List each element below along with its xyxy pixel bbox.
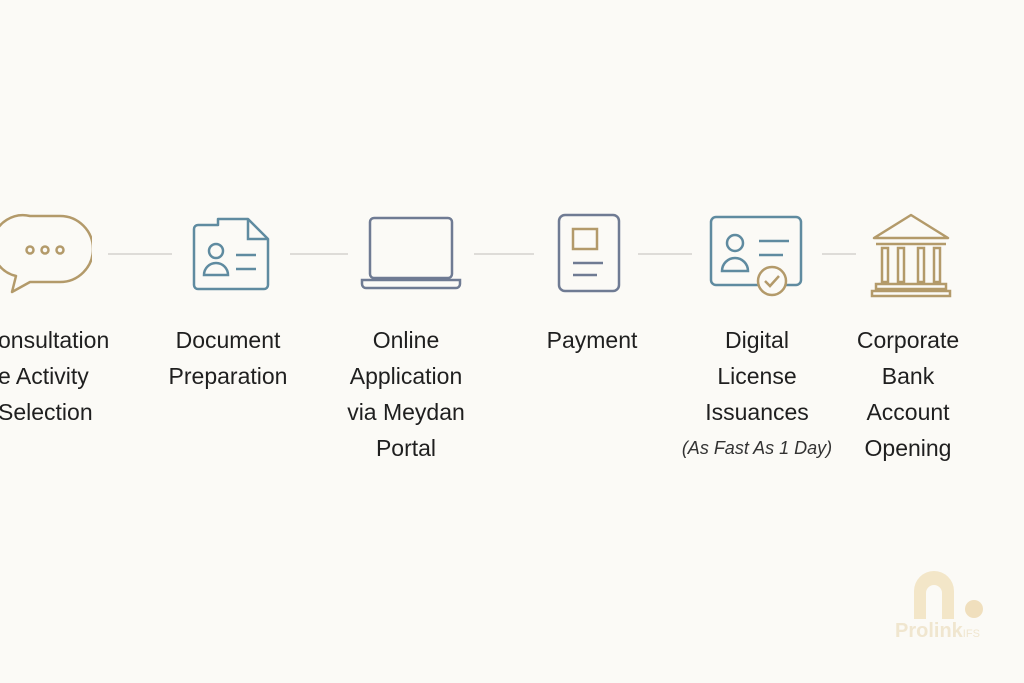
id-document-icon — [192, 217, 270, 291]
label-line: onsultation — [0, 327, 110, 353]
label-line: e Activity — [0, 363, 89, 389]
step-label-digital-license: Digital License Issuances (As Fast As 1 … — [677, 322, 837, 466]
speech-bubble-icon — [0, 214, 92, 294]
watermark-brand: Prolink — [895, 620, 963, 642]
label-line: Issuances — [705, 399, 809, 425]
connector-line — [474, 253, 534, 255]
label-line: Selection — [0, 399, 93, 425]
label-line: Online — [372, 327, 440, 353]
label-line: Opening — [864, 435, 952, 461]
step-label-bank-account: Corporate Bank Account Opening — [828, 322, 988, 466]
step-label-consultation: onsultation e Activity Selection — [0, 322, 128, 430]
license-check-icon — [709, 215, 803, 297]
label-line: Bank — [881, 363, 935, 389]
connector-line — [108, 253, 172, 255]
payment-card-icon — [557, 213, 621, 293]
connector-line — [822, 253, 856, 255]
step-label-payment: Payment — [512, 322, 672, 358]
label-line: Corporate — [856, 327, 960, 353]
watermark-logo — [914, 571, 983, 619]
bank-icon — [870, 213, 952, 298]
label-line: via Meydan — [347, 399, 465, 425]
step-label-online-application: Online Application via Meydan Portal — [326, 322, 486, 466]
label-line: Preparation — [168, 363, 288, 389]
watermark-suffix: IFS — [962, 628, 980, 640]
label-line: Payment — [546, 327, 638, 353]
connector-line — [638, 253, 692, 255]
laptop-icon — [360, 216, 462, 290]
label-line: Account — [866, 399, 950, 425]
label-line: Document — [175, 327, 281, 353]
label-line: Application — [349, 363, 463, 389]
step-label-document-preparation: Document Preparation — [148, 322, 308, 394]
label-line: Portal — [375, 435, 437, 461]
connector-line — [290, 253, 348, 255]
watermark-text: ProlinkIFS — [895, 620, 980, 643]
timing-note: (As Fast As 1 Day) — [681, 438, 833, 458]
label-line: Digital — [725, 327, 789, 353]
label-line: License — [717, 363, 797, 389]
